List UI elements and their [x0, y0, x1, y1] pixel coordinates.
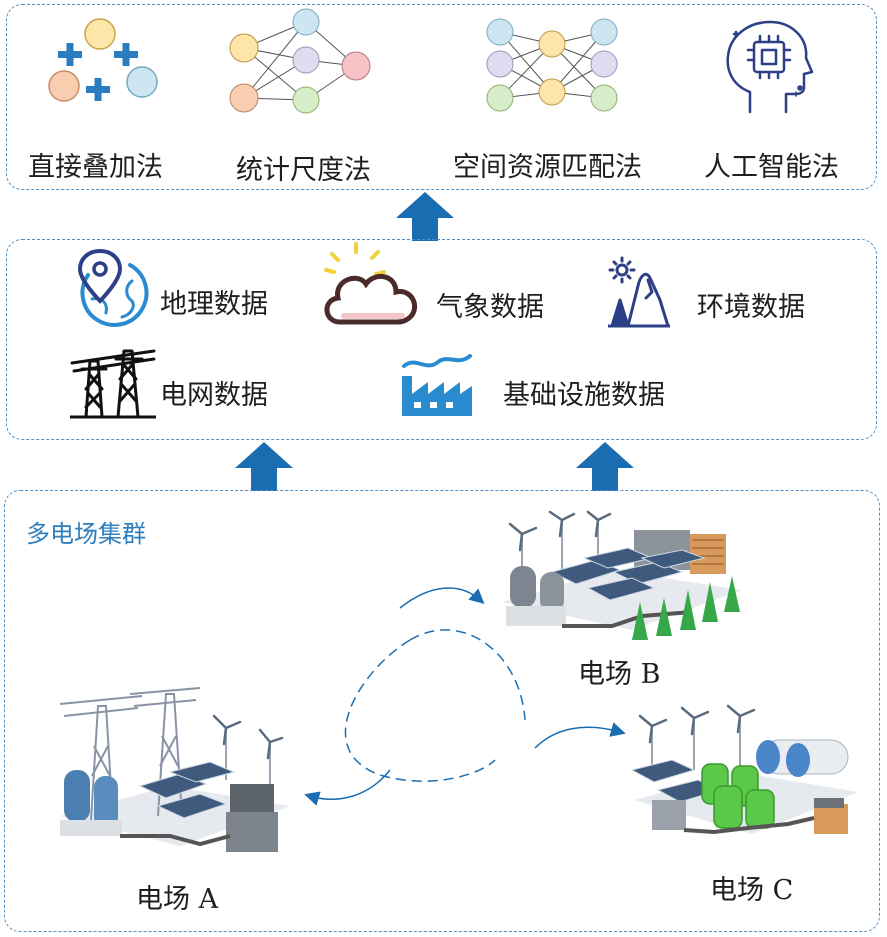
cloud-sun-icon: [318, 242, 428, 328]
farm-label-c: 电场 C: [710, 875, 794, 906]
power-farm-a-illustration: [59, 687, 290, 852]
cluster-panel: [4, 490, 880, 932]
method-label-artificial-intelligence: 人工智能法: [704, 152, 839, 183]
neural-network-icon: [226, 8, 374, 116]
data-label-environment: 环境数据: [697, 292, 805, 323]
data-label-geography: 地理数据: [160, 289, 268, 320]
farm-label-a: 电场 A: [136, 884, 219, 915]
data-label-infrastructure: 基础设施数据: [503, 380, 665, 411]
method-label-statistical-scaling: 统计尺度法: [236, 155, 371, 186]
power-farm-b-illustration: [502, 510, 742, 640]
up-arrow-icon: [394, 190, 456, 242]
method-label-spatial-resource-matching: 空间资源匹配法: [453, 152, 642, 183]
neural-network-icon: [486, 12, 620, 116]
method-label-direct-superposition: 直接叠加法: [28, 152, 163, 183]
data-label-power-grid: 电网数据: [160, 380, 268, 411]
cluster-title: 多电场集群: [26, 520, 146, 548]
transmission-tower-icon: [70, 345, 156, 419]
data-label-meteorology: 气象数据: [436, 292, 544, 323]
factory-icon: [400, 350, 474, 418]
methods-panel: [6, 4, 877, 190]
data-panel: [6, 239, 877, 440]
farm-connection-lines: [304, 587, 626, 806]
up-arrow-icon: [233, 440, 295, 492]
plus-circles-icon: [44, 16, 164, 108]
farm-label-b: 电场 B: [578, 659, 661, 690]
mountain-tree-icon: [608, 256, 670, 328]
ai-head-chip-icon: [720, 18, 816, 116]
power-farm-c-illustration: [630, 704, 858, 835]
up-arrow-icon: [574, 440, 636, 492]
globe-pin-icon: [72, 247, 156, 331]
